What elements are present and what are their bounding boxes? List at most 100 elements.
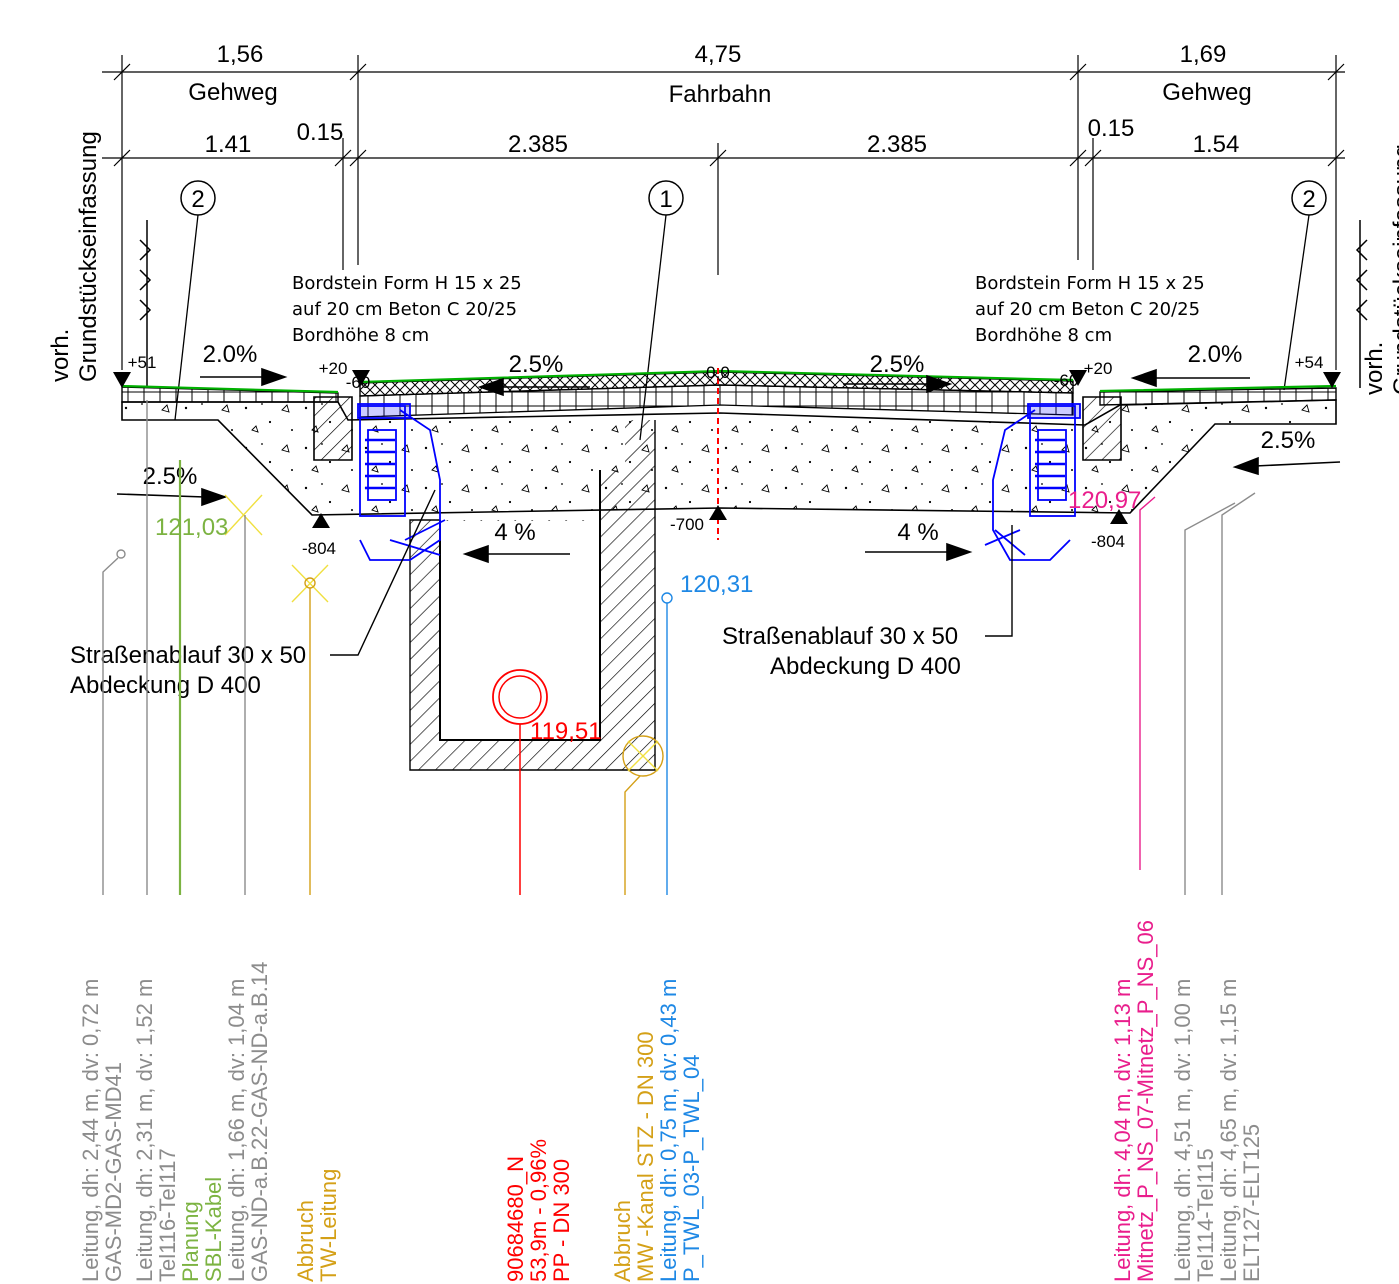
svg-text:Bordstein Form H 15 x 25: Bordstein Form H 15 x 25	[975, 273, 1205, 294]
level-markers	[113, 370, 1341, 528]
svg-text:Bordstein Form H 15 x 25: Bordstein Form H 15 x 25	[292, 273, 522, 294]
dim-left-sidewalk: 1.41	[205, 131, 252, 158]
dim-right-sidewalk: 1.54	[1193, 131, 1240, 158]
svg-text:Leitung, dh: 4,04 m, dv: 1,13: Leitung, dh: 4,04 m, dv: 1,13 m	[1110, 979, 1135, 1282]
slope-arrows	[116, 367, 1341, 564]
label-gehweg-left: Gehweg	[188, 79, 277, 106]
property-boundary-left	[139, 220, 152, 388]
svg-text:-60: -60	[1054, 371, 1079, 390]
svg-text:GAS-ND-a.B.22-GAS-ND-a.B.14: GAS-ND-a.B.22-GAS-ND-a.B.14	[247, 962, 272, 1282]
svg-text:-804: -804	[1091, 532, 1125, 551]
dimension-text: 1,56 4,75 1,69 Gehweg Fahrbahn Gehweg 1.…	[188, 41, 1251, 158]
svg-text:vorh.: vorh.	[1361, 342, 1388, 395]
slope-texts: 2.0% 2.5% 2.5% 2.0% 2.5% 4 % 4 % 2.5%	[143, 341, 1316, 546]
svg-text:+51: +51	[128, 353, 157, 372]
elev-119-51: 119,51	[530, 718, 602, 745]
dimension-chain-top	[102, 55, 1345, 370]
svg-text:Planung: Planung	[178, 1201, 203, 1282]
svg-text:+54: +54	[1295, 353, 1324, 372]
utility-label-gas-md: Leitung, dh: 2,44 m, dv: 0,72 m GAS-MD2-…	[78, 979, 126, 1282]
svg-text:Abdeckung D 400: Abdeckung D 400	[70, 672, 261, 699]
svg-text:Leitung, dh: 2,44 m, dv: 0,72: Leitung, dh: 2,44 m, dv: 0,72 m	[78, 979, 103, 1282]
svg-text:+20: +20	[319, 359, 348, 378]
dim-lane-left: 2.385	[508, 131, 568, 158]
elev-120-97: 120,97	[1068, 487, 1141, 514]
svg-text:2.0%: 2.0%	[203, 341, 258, 368]
svg-text:Tel114-Tel115: Tel114-Tel115	[1193, 1148, 1218, 1282]
svg-text:-60: -60	[346, 373, 371, 392]
svg-text:Abbruch: Abbruch	[610, 1200, 635, 1282]
utility-leaders	[102, 400, 1256, 895]
dim-lane-right: 2.385	[867, 131, 927, 158]
drain-callout-left: Straßenablauf 30 x 50 Abdeckung D 400	[70, 489, 436, 699]
svg-text:4 %: 4 %	[897, 519, 938, 546]
svg-text:+20: +20	[1084, 359, 1113, 378]
marker-two-right: 2	[1283, 180, 1327, 391]
svg-text:2.5%: 2.5%	[870, 351, 925, 378]
label-gehweg-right: Gehweg	[1162, 79, 1251, 106]
gully-left	[357, 403, 446, 561]
svg-text:Bordhöhe 8 cm: Bordhöhe 8 cm	[292, 325, 429, 346]
dim-fahrbahn: 4,75	[695, 41, 742, 68]
svg-text:PP - DN 300: PP - DN 300	[549, 1159, 574, 1282]
utility-label-tel116: Leitung, dh: 2,31 m, dv: 1,52 m Tel116-T…	[132, 979, 180, 1282]
svg-text:Leitung, dh: 4,51 m, dv: 1,00: Leitung, dh: 4,51 m, dv: 1,00 m	[1170, 979, 1195, 1282]
svg-text:4 %: 4 %	[494, 519, 535, 546]
svg-text:TW-Leitung: TW-Leitung	[316, 1169, 341, 1282]
svg-text:0,0: 0,0	[706, 363, 730, 382]
surface-line	[121, 369, 1337, 394]
svg-text:Leitung, dh: 4,65 m, dv: 1,15: Leitung, dh: 4,65 m, dv: 1,15 m	[1216, 979, 1241, 1282]
road-section	[121, 368, 1337, 540]
utility-label-abbruch-mw: Abbruch MW -Kanal STZ - DN 300	[610, 1031, 658, 1282]
svg-text:SBL-Kabel: SBL-Kabel	[201, 1177, 226, 1282]
svg-text:90684680_N: 90684680_N	[503, 1156, 528, 1282]
dim-right-curb: 0.15	[1088, 115, 1135, 142]
svg-text:-700: -700	[670, 515, 704, 534]
svg-text:Grundstückseinfassung: Grundstückseinfassung	[1389, 144, 1399, 395]
boundary-label-left: vorh. Grundstückseinfassung	[47, 131, 102, 382]
svg-text:1: 1	[659, 186, 672, 213]
curb-note-right: Bordstein Form H 15 x 25 auf 20 cm Beton…	[975, 273, 1205, 346]
utility-label-mitnetz: Leitung, dh: 4,04 m, dv: 1,13 m Mitnetz_…	[1110, 920, 1158, 1282]
svg-text:2: 2	[1302, 186, 1315, 213]
utility-labels: Leitung, dh: 2,44 m, dv: 0,72 m GAS-MD2-…	[78, 920, 1264, 1282]
svg-text:vorh.: vorh.	[47, 329, 74, 382]
svg-text:Straßenablauf 30 x 50: Straßenablauf 30 x 50	[722, 623, 958, 650]
utility-label-gas-nd: Leitung, dh: 1,66 m, dv: 1,04 m GAS-ND-a…	[224, 962, 272, 1282]
svg-text:Leitung, dh: 2,31 m, dv: 1,52: Leitung, dh: 2,31 m, dv: 1,52 m	[132, 979, 157, 1282]
svg-text:auf 20 cm Beton C 20/25: auf 20 cm Beton C 20/25	[975, 299, 1200, 320]
utility-label-pp-dn300: 90684680_N 53,9m - 0,96% PP - DN 300	[503, 1139, 574, 1282]
dim-gehweg-right: 1,69	[1180, 41, 1227, 68]
svg-text:Leitung, dh: 0,75 m, dv: 0,43: Leitung, dh: 0,75 m, dv: 0,43 m	[656, 979, 681, 1282]
utility-label-tel114: Leitung, dh: 4,51 m, dv: 1,00 m Tel114-T…	[1170, 979, 1218, 1282]
svg-text:Grundstückseinfassung: Grundstückseinfassung	[75, 131, 102, 382]
elevation-texts: 121,03 120,97 120,31 119,51	[155, 487, 1141, 745]
drain-callout-right: Straßenablauf 30 x 50 Abdeckung D 400	[722, 525, 1013, 680]
curb-note-left: Bordstein Form H 15 x 25 auf 20 cm Beton…	[292, 273, 522, 346]
svg-text:Abbruch: Abbruch	[293, 1200, 318, 1282]
svg-text:Mitnetz_P_NS_07-Mitnetz_P_NS_0: Mitnetz_P_NS_07-Mitnetz_P_NS_06	[1133, 920, 1158, 1282]
svg-text:53,9m - 0,96%: 53,9m - 0,96%	[526, 1139, 551, 1282]
shaft	[409, 420, 656, 895]
svg-text:2.5%: 2.5%	[143, 463, 198, 490]
svg-text:2.0%: 2.0%	[1188, 341, 1243, 368]
svg-text:P_TWL_03-P_TWL_04: P_TWL_03-P_TWL_04	[679, 1055, 704, 1282]
marker-two-left: 2	[174, 180, 216, 421]
marker-one-center: 1	[639, 180, 684, 441]
utility-label-twl: Leitung, dh: 0,75 m, dv: 0,43 m P_TWL_03…	[656, 979, 704, 1282]
svg-text:Leitung, dh: 1,66 m, dv: 1,04: Leitung, dh: 1,66 m, dv: 1,04 m	[224, 979, 249, 1282]
svg-text:Straßenablauf 30 x 50: Straßenablauf 30 x 50	[70, 642, 306, 669]
svg-text:2.5%: 2.5%	[509, 351, 564, 378]
svg-text:Bordhöhe 8 cm: Bordhöhe 8 cm	[975, 325, 1112, 346]
utility-label-abbruch-tw: Abbruch TW-Leitung	[293, 1169, 341, 1282]
svg-text:-804: -804	[302, 539, 336, 558]
elev-121-03: 121,03	[155, 514, 228, 541]
label-fahrbahn: Fahrbahn	[669, 81, 772, 108]
svg-text:MW -Kanal STZ - DN 300: MW -Kanal STZ - DN 300	[633, 1031, 658, 1282]
utility-label-planung: Planung SBL-Kabel	[178, 1177, 226, 1282]
svg-text:GAS-MD2-GAS-MD41: GAS-MD2-GAS-MD41	[101, 1062, 126, 1282]
property-boundary-right	[1355, 220, 1368, 388]
gully-right	[984, 403, 1081, 561]
svg-text:auf 20 cm Beton C 20/25: auf 20 cm Beton C 20/25	[292, 299, 517, 320]
dim-left-curb: 0.15	[297, 119, 344, 146]
